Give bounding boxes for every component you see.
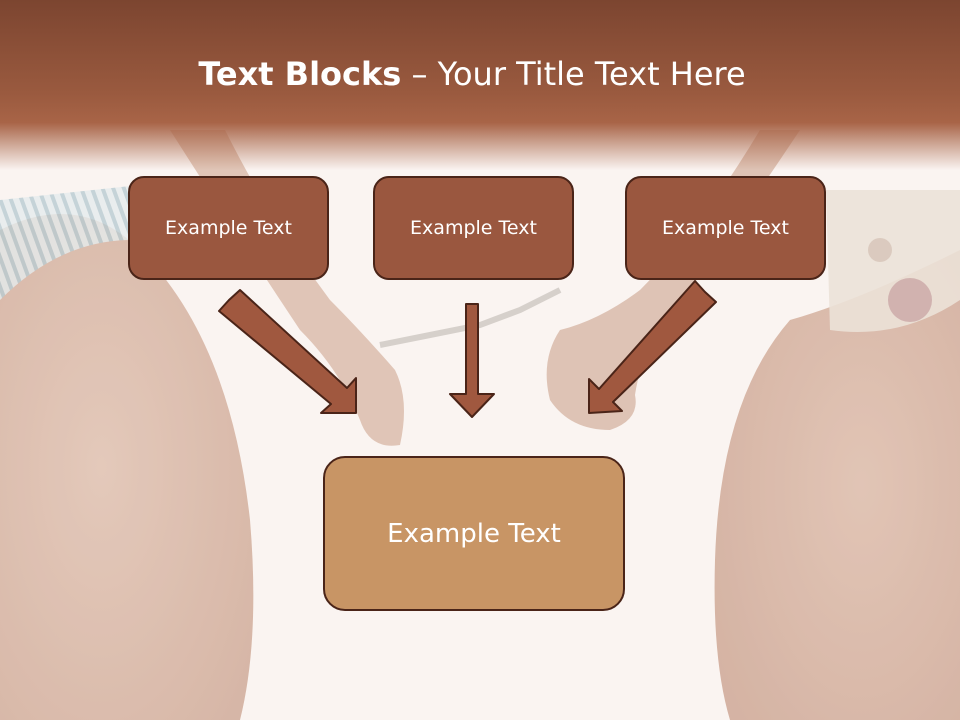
text-block-1[interactable]: Example Text — [128, 176, 329, 280]
title-separator: – — [401, 55, 438, 93]
title-bold: Text Blocks — [198, 55, 402, 93]
header-bar — [0, 0, 960, 170]
title-rest: Your Title Text Here — [437, 55, 746, 93]
target-text-block[interactable]: Example Text — [323, 456, 625, 611]
slide-title: Text Blocks – Your Title Text Here — [0, 55, 944, 93]
text-block-2[interactable]: Example Text — [373, 176, 574, 280]
text-block-3[interactable]: Example Text — [625, 176, 826, 280]
